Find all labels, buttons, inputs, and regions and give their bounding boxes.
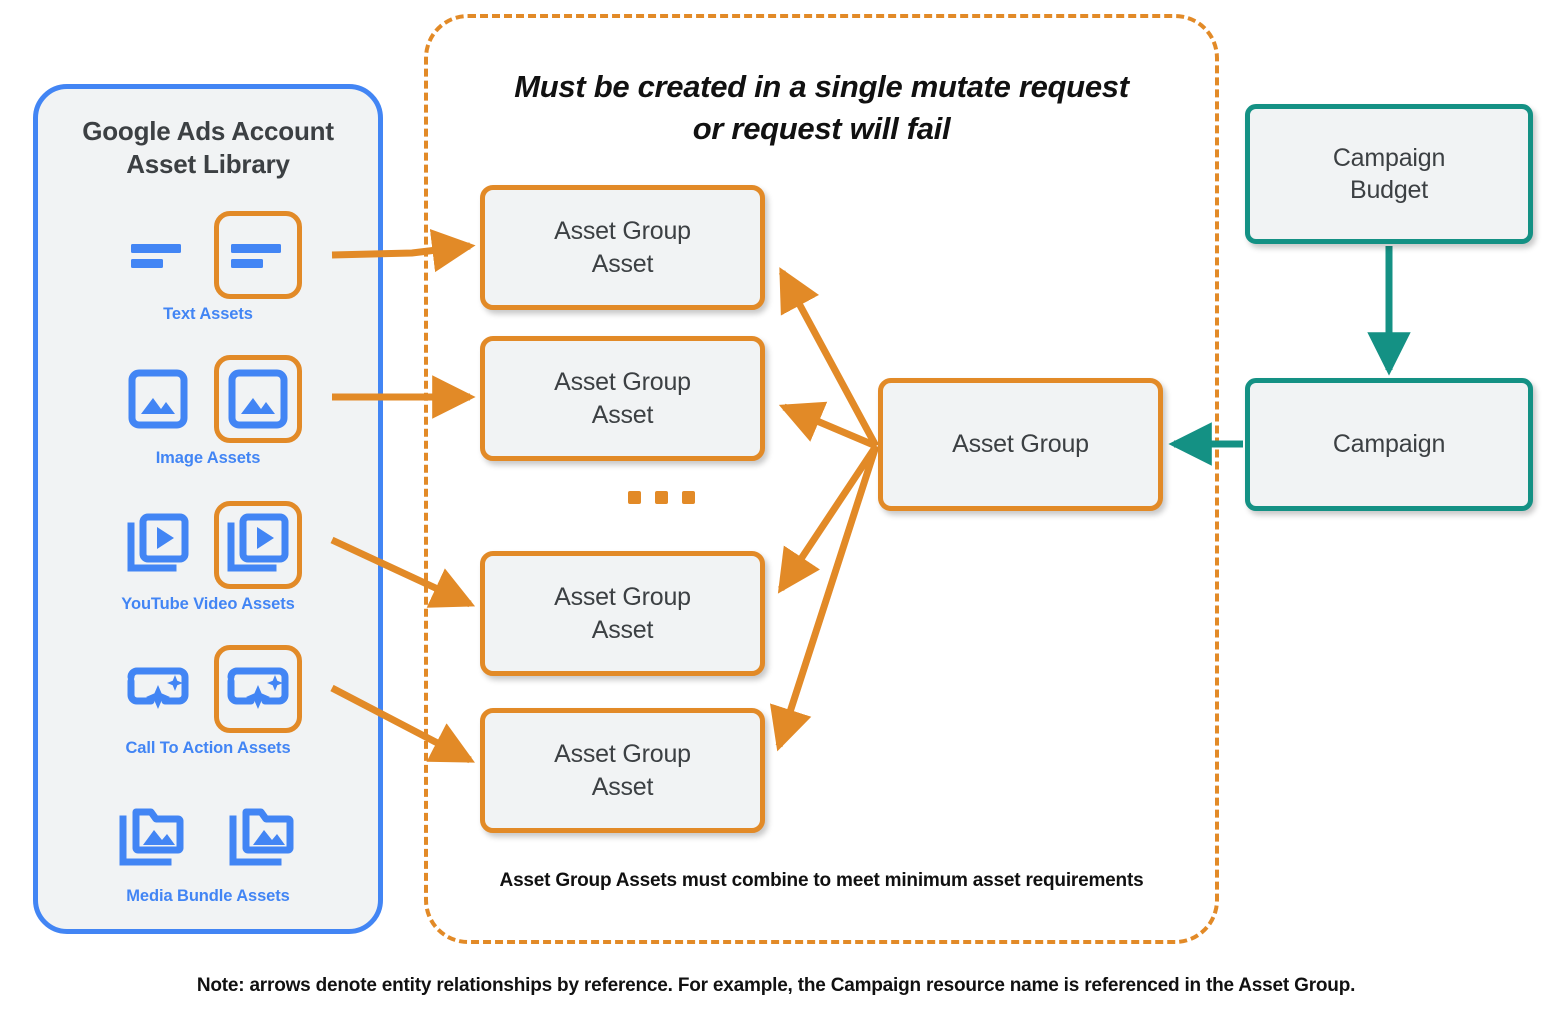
text-asset-icon — [131, 244, 181, 268]
media-bundle-icon — [119, 808, 184, 866]
library-item-label: Image Assets — [155, 449, 261, 467]
call-to-action-icon-highlighted[interactable] — [214, 645, 302, 733]
ellipsis-dot-2 — [655, 491, 668, 504]
mutate-zone-title-line1: Must be created in a single mutate reque… — [514, 69, 1129, 104]
text-asset-icon — [231, 244, 281, 268]
campaign-budget-label-line1: Campaign — [1332, 143, 1446, 172]
video-asset-icon-highlighted[interactable] — [214, 501, 302, 589]
call-to-action-icon — [127, 667, 189, 709]
mutate-zone-title-line2: or request will fail — [692, 110, 951, 146]
asset-library-panel: Google Ads Account Asset Library — [33, 84, 383, 934]
media-bundle-icon-left — [109, 793, 197, 881]
video-asset-icon — [127, 513, 189, 572]
media-bundle-icon-right — [219, 793, 307, 881]
campaign-box[interactable]: Campaign — [1245, 378, 1533, 511]
ellipsis-dot-1 — [628, 491, 641, 504]
library-item-label: Media Bundle Assets — [126, 887, 290, 905]
diagram-footer-note: Note: arrows denote entity relationships… — [196, 975, 1356, 996]
asset-group-asset-ellipsis — [628, 491, 695, 504]
mutate-zone-title: Must be created in a single mutate reque… — [458, 66, 1185, 150]
library-item-label: YouTube Video Assets — [121, 595, 295, 613]
video-asset-icon — [227, 513, 289, 572]
media-bundle-icon — [229, 808, 294, 866]
library-item-label: Text Assets — [163, 305, 253, 323]
text-asset-icon-plain — [114, 211, 202, 299]
asset-group-box[interactable]: Asset Group — [878, 378, 1163, 511]
asset-library-title-line2: Asset Library — [126, 149, 290, 180]
library-item-media-bundle-assets[interactable]: Media Bundle Assets — [38, 789, 378, 906]
mutate-request-zone: Must be created in a single mutate reque… — [424, 14, 1219, 944]
video-asset-icon-plain — [114, 501, 202, 589]
text-asset-icon-highlighted[interactable] — [214, 211, 302, 299]
library-item-image-assets[interactable]: Image Assets — [38, 351, 378, 468]
image-asset-icon-highlighted[interactable] — [214, 355, 302, 443]
campaign-budget-label: Campaign Budget — [1332, 142, 1446, 207]
library-item-video-assets[interactable]: YouTube Video Assets — [38, 497, 378, 614]
call-to-action-icon-plain — [114, 645, 202, 733]
library-item-cta-assets[interactable]: Call To Action Assets — [38, 641, 378, 758]
asset-library-title-line1: Google Ads Account — [82, 116, 334, 146]
campaign-label: Campaign — [1332, 430, 1446, 459]
image-asset-icon — [128, 369, 188, 429]
campaign-budget-box[interactable]: Campaign Budget — [1245, 104, 1533, 244]
image-asset-icon — [228, 369, 288, 429]
mutate-zone-footnote: Asset Group Assets must combine to meet … — [499, 870, 1144, 891]
campaign-budget-label-line2: Budget — [1349, 176, 1429, 204]
ellipsis-dot-3 — [682, 491, 695, 504]
library-item-label: Call To Action Assets — [125, 739, 291, 757]
image-asset-icon-plain — [114, 355, 202, 443]
asset-group-label: Asset Group — [952, 430, 1089, 459]
asset-library-title: Google Ads Account Asset Library — [38, 115, 378, 182]
library-item-text-assets[interactable]: Text Assets — [38, 207, 378, 324]
call-to-action-icon — [227, 667, 289, 709]
